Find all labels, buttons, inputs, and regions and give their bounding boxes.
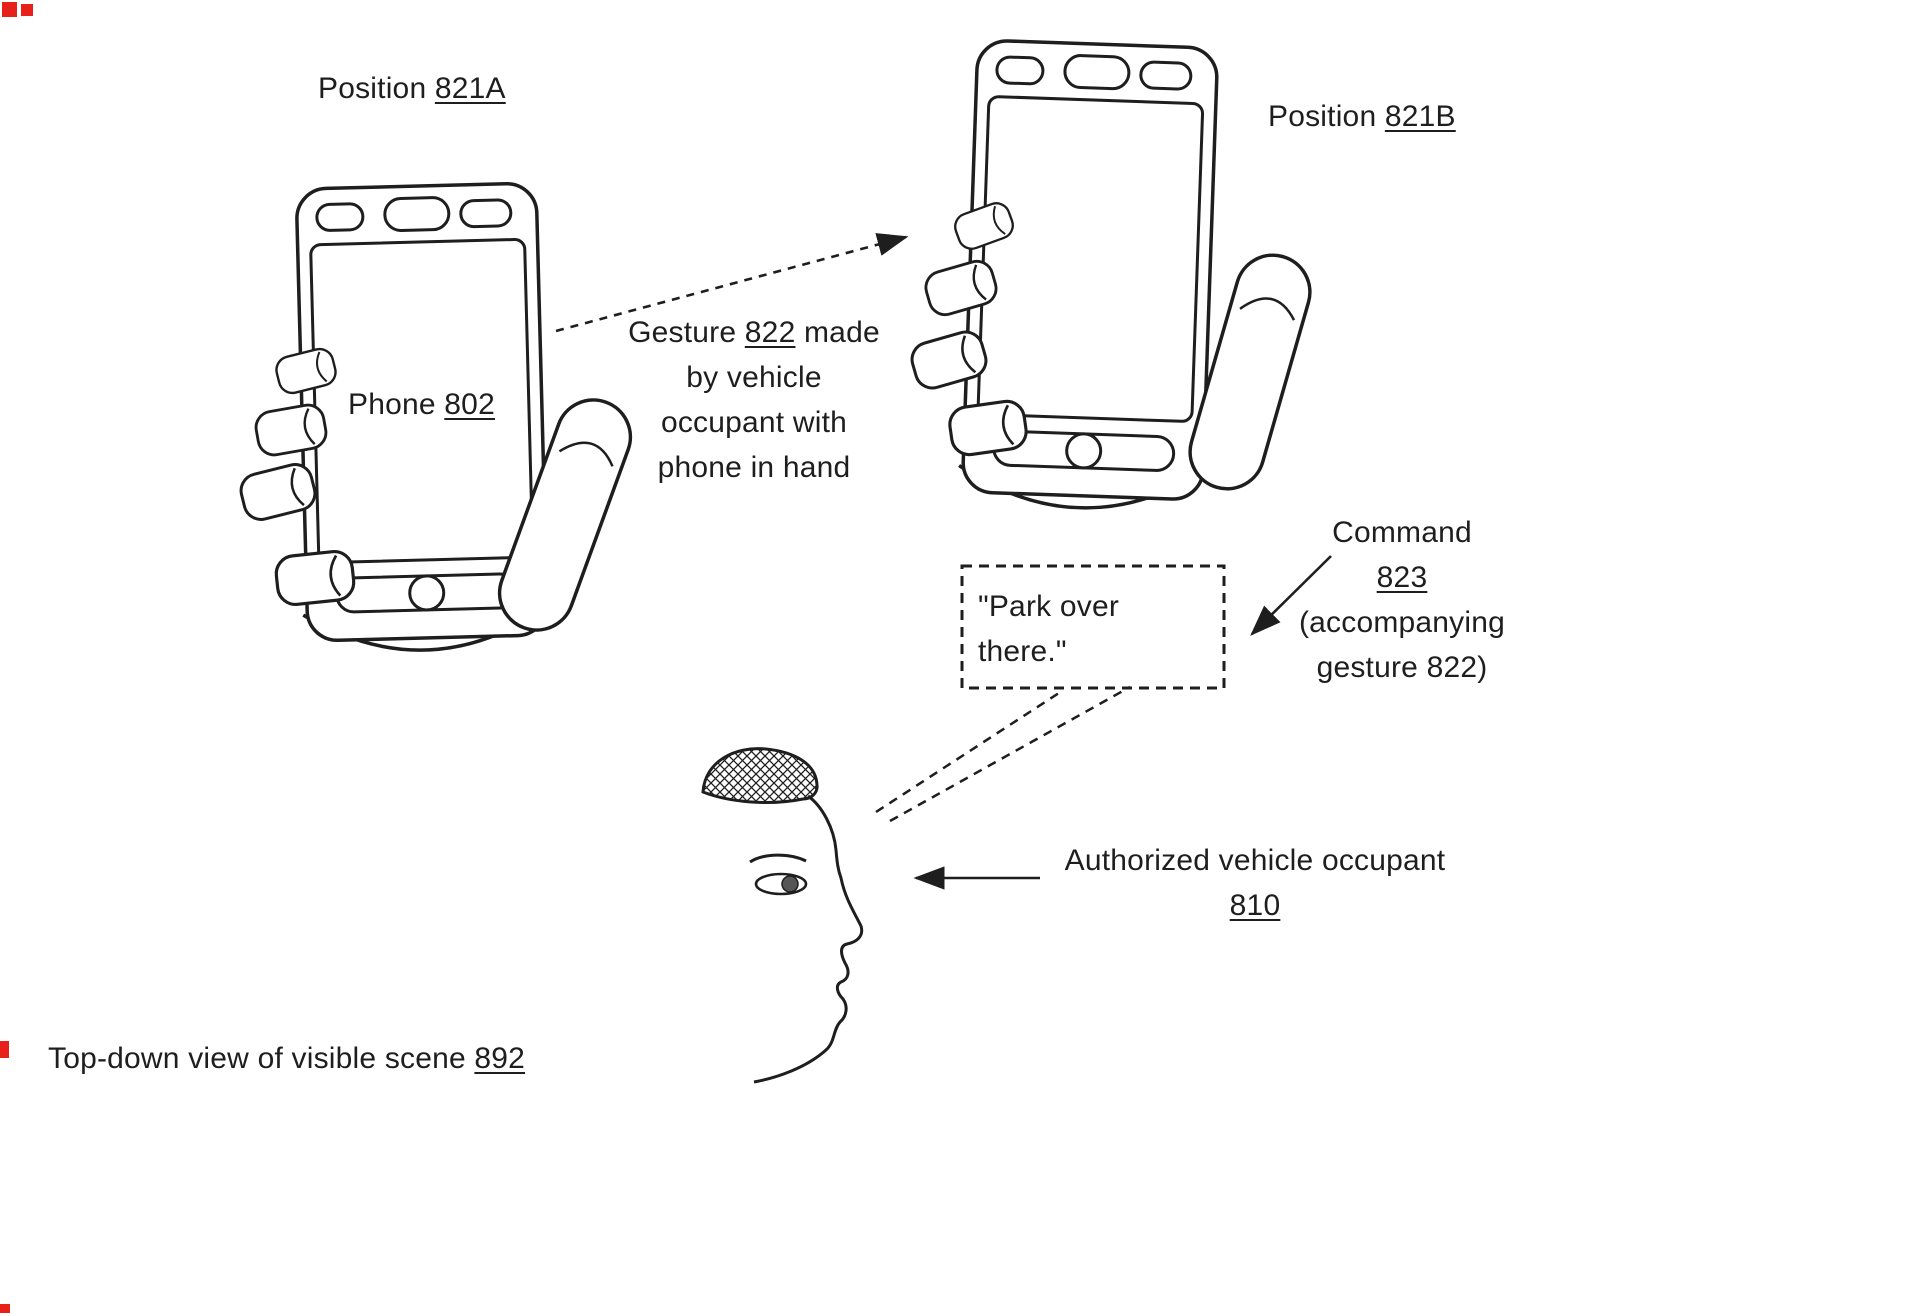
gesture-caption-line2: by vehicle (686, 361, 822, 394)
scan-artifacts (0, 2, 33, 1313)
phone-label: Phone 802 (348, 382, 495, 427)
gesture-ref: 822 (744, 316, 796, 349)
eyebrow-line (749, 853, 807, 864)
phone-position-b-drawing (906, 38, 1321, 514)
command-caption-line1: Command (1332, 516, 1472, 549)
command-arrow (1250, 555, 1332, 636)
occupant-face-drawing (701, 747, 864, 1084)
gesture-motion-arrow (555, 233, 909, 333)
position-a-text: Position (318, 72, 435, 105)
position-a-ref: 821A (434, 72, 506, 105)
position-a-label: Position 821A (318, 66, 506, 111)
gesture-caption-line4: phone in hand (657, 451, 851, 484)
face-profile-line (753, 794, 864, 1084)
phone-ref: 802 (444, 388, 495, 421)
eye-pupil (781, 875, 799, 893)
position-b-label: Position 821B (1268, 94, 1456, 139)
command-caption: Command 823 (accompanying gesture 822) (1282, 510, 1522, 690)
figure-caption-ref: 892 (474, 1042, 526, 1075)
command-caption-ref-line: 823 (1282, 555, 1522, 600)
command-caption-line2: (accompanying gesture 822) (1298, 606, 1506, 684)
occupant-caption: Authorized vehicle occupant 810 (1050, 838, 1460, 928)
occupant-caption-line1: Authorized vehicle occupant (1064, 844, 1446, 877)
gesture-caption-line1: Gesture 822 made (628, 316, 880, 349)
position-b-text: Position (1268, 100, 1385, 133)
speech-leader-lines (875, 685, 1131, 823)
phone-text: Phone (348, 388, 445, 421)
gesture-caption: Gesture 822 made by vehicle occupant wit… (618, 310, 890, 490)
gesture-caption-line3: occupant with (660, 406, 848, 439)
position-b-ref: 821B (1384, 100, 1456, 133)
cap-hair-crosshatch (701, 747, 819, 805)
command-ref: 823 (1376, 561, 1428, 594)
speech-bubble-box (960, 564, 1226, 690)
speech-bubble-text: "Park over there." (978, 590, 1120, 668)
occupant-caption-ref-line: 810 (1050, 883, 1460, 928)
occupant-ref: 810 (1229, 889, 1281, 922)
figure-caption-text: Top-down view of visible scene (48, 1042, 475, 1075)
figure-caption: Top-down view of visible scene 892 (48, 1036, 525, 1081)
